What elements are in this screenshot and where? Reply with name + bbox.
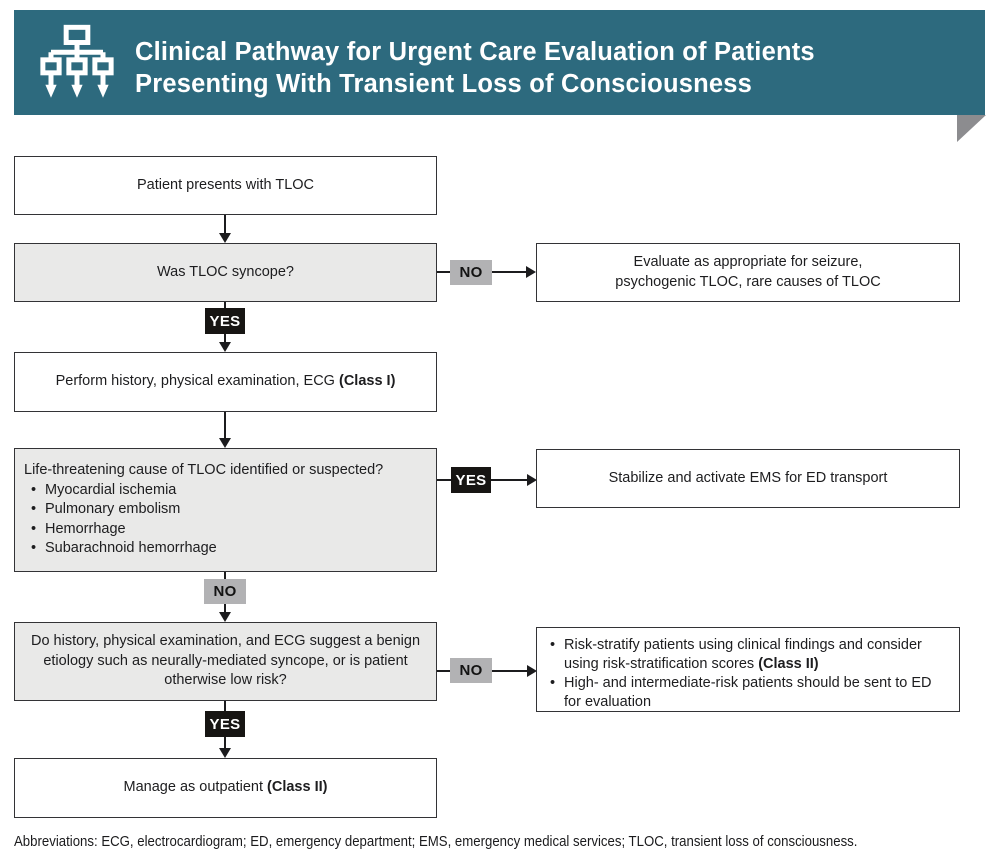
- bullet-icon: •: [31, 481, 37, 498]
- page-title: Clinical Pathway for Urgent Care Evaluat…: [135, 37, 815, 100]
- bullet-item: •Pulmonary embolism: [31, 500, 428, 520]
- no-badge: NO: [450, 658, 492, 683]
- flow-node-evaluate-seizure: Evaluate as appropriate for seizure, psy…: [536, 243, 960, 302]
- abbreviations-note: Abbreviations: ECG, electrocardiogram; E…: [14, 833, 858, 850]
- bullet-icon: •: [550, 637, 556, 653]
- flowchart-icon: [40, 24, 114, 98]
- class-designation: (Class II): [267, 779, 328, 796]
- yes-badge: YES: [451, 467, 491, 493]
- flow-node-text: Manage as outpatient (Class II): [123, 779, 328, 796]
- header-banner: Clinical Pathway for Urgent Care Evaluat…: [14, 10, 985, 115]
- flow-node-text: Patient presents with TLOC: [136, 176, 315, 193]
- arrow-down-icon: [219, 612, 231, 622]
- flow-node-perform-history: Perform history, physical examination, E…: [14, 352, 437, 412]
- arrow-right-icon: [527, 474, 537, 486]
- arrow-down-icon: [219, 438, 231, 448]
- class-designation: (Class II): [758, 656, 819, 672]
- bullet-icon: •: [31, 520, 37, 537]
- flow-node-text-line1: Evaluate as appropriate for seizure,: [633, 254, 863, 270]
- flow-node-question: Life-threatening cause of TLOC identifie…: [24, 462, 384, 478]
- page-title-line1: Clinical Pathway for Urgent Care Evaluat…: [135, 38, 815, 66]
- flow-node-stabilize-ems: Stabilize and activate EMS for ED transp…: [536, 449, 960, 508]
- flow-node-risk-stratify: • Risk-stratify patients using clinical …: [536, 627, 960, 712]
- arrow-down-icon: [219, 342, 231, 352]
- flow-node-benign-etiology: Do history, physical examination, and EC…: [14, 622, 437, 701]
- bullet-item: • High- and intermediate-risk patients s…: [550, 675, 932, 710]
- flow-node-patient-presents: Patient presents with TLOC: [14, 156, 437, 215]
- connector-line: [224, 215, 226, 234]
- connector-line: [224, 412, 226, 439]
- arrow-right-icon: [527, 665, 537, 677]
- page-title-line2: Presenting With Transient Loss of Consci…: [135, 69, 753, 98]
- flow-node-text-line3: otherwise low risk?: [164, 672, 287, 689]
- class-designation: (Class I): [338, 373, 396, 390]
- flow-node-text-line2: psychogenic TLOC, rare causes of TLOC: [615, 273, 881, 290]
- flow-node-text-line2: etiology such as neurally-mediated synco…: [43, 652, 408, 669]
- arrow-down-icon: [219, 748, 231, 758]
- arrow-down-icon: [219, 233, 231, 243]
- yes-badge: YES: [205, 308, 245, 334]
- bullet-item: •Myocardial ischemia: [31, 481, 428, 501]
- flow-node-life-threatening: Life-threatening cause of TLOC identifie…: [14, 448, 437, 572]
- arrow-right-icon: [526, 266, 536, 278]
- bullet-icon: •: [31, 540, 37, 556]
- header-tail-triangle: [957, 115, 986, 142]
- flow-node-text: Perform history, physical examination, E…: [55, 373, 396, 390]
- no-badge: NO: [450, 260, 492, 285]
- bullet-item: •Subarachnoid hemorrhage: [31, 539, 428, 559]
- flow-node-text: Stabilize and activate EMS for ED transp…: [608, 469, 888, 486]
- no-badge: NO: [204, 579, 246, 604]
- bullet-item: •Hemorrhage: [31, 520, 428, 540]
- yes-badge: YES: [205, 711, 245, 737]
- flow-node-text: Was TLOC syncope?: [157, 263, 294, 280]
- bullet-item: • Risk-stratify patients using clinical …: [550, 637, 922, 672]
- flow-node-text-line1: Do history, physical examination, and EC…: [30, 633, 421, 650]
- flow-node-was-tloc-syncope: Was TLOC syncope?: [14, 243, 437, 302]
- bullet-icon: •: [550, 675, 556, 691]
- bullet-icon: •: [31, 501, 37, 517]
- flow-node-manage-outpatient: Manage as outpatient (Class II): [14, 758, 437, 818]
